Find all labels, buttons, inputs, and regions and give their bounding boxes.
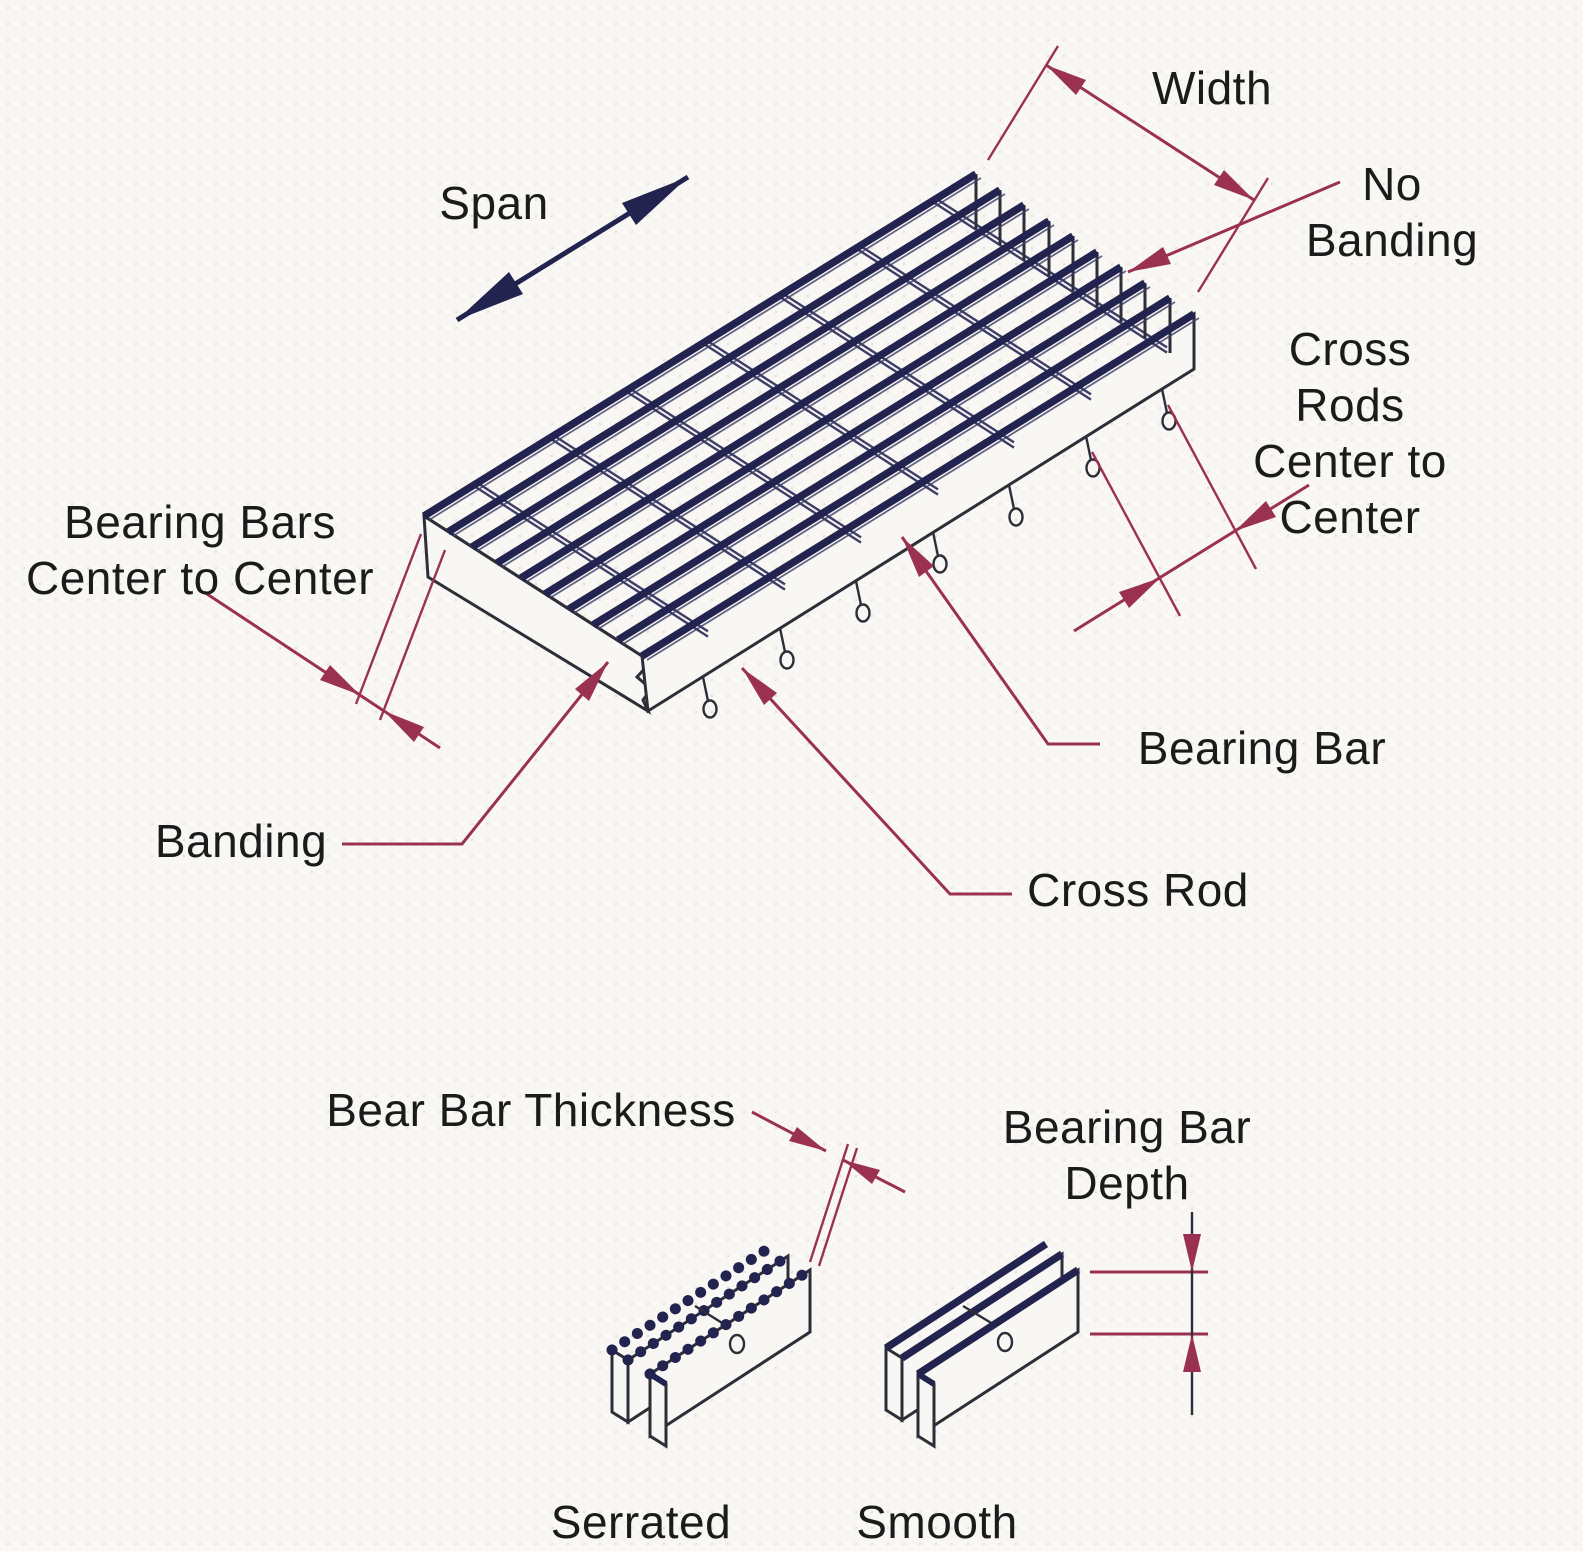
banding-leader: [342, 661, 610, 846]
bearing-bars: [422, 170, 1196, 660]
bear-bar-thickness-dimension: [751, 1110, 906, 1267]
bearing-bars-c2c-label: Bearing Bars Center to Center: [25, 495, 375, 604]
cross-rods-c2c-dimension: [1073, 404, 1310, 633]
span-arrowhead-lower: [457, 272, 523, 320]
no-banding-leader: [1127, 180, 1341, 274]
bearing-bar-inner-edges: [428, 177, 1200, 661]
bear-bar-thickness-label: Bear Bar Thickness: [326, 1083, 736, 1136]
bearing-bar-depth-label: Bearing Bar Depth: [1002, 1100, 1252, 1209]
bearing-bars-c2c-dimension: [203, 533, 447, 750]
cross-rods-c2c-label: Cross Rods Center to Center: [1253, 322, 1447, 544]
width-label: Width: [1151, 61, 1273, 114]
serrated-bar-detail: [606, 1240, 816, 1449]
no-banding-label: No Banding: [1305, 157, 1479, 266]
bearing-bar-depth-dimension: [1090, 1212, 1208, 1415]
grating-panel: [422, 170, 1200, 719]
smooth-label: Smooth: [856, 1495, 1018, 1548]
cross-rod-leader: [740, 666, 1012, 896]
span-arrow: [455, 174, 690, 323]
span-arrowhead-upper: [622, 177, 688, 225]
rod-hook: [996, 1331, 1014, 1353]
serrated-label: Serrated: [550, 1495, 732, 1548]
cross-rod-label: Cross Rod: [1027, 863, 1249, 916]
bearing-bar-leader: [900, 536, 1100, 746]
bearing-bar-label: Bearing Bar: [1137, 721, 1387, 774]
banding-top-edge: [423, 514, 643, 658]
span-label: Span: [439, 176, 549, 229]
rod-hook: [728, 1333, 746, 1355]
smooth-bar-detail: [883, 1240, 1081, 1449]
width-dimension: [986, 45, 1270, 293]
banding-label: Banding: [154, 814, 328, 867]
